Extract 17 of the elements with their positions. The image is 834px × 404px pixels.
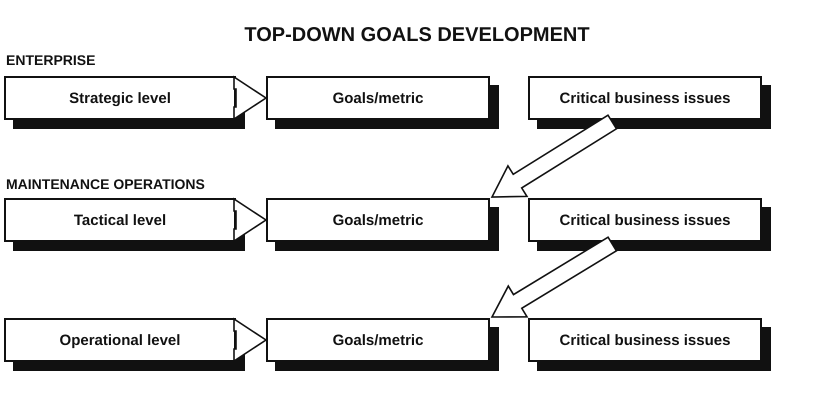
box-text: Critical business issues	[560, 332, 730, 348]
block-arrow	[233, 198, 268, 242]
box-text: Critical business issues	[560, 90, 730, 106]
box-text: Goals/metric	[332, 212, 424, 228]
box-text: Goals/metric	[332, 332, 424, 348]
box-text: Strategic level	[69, 90, 171, 106]
box-text: Critical business issues	[560, 212, 730, 228]
block-arrow	[490, 114, 618, 198]
section-label: ENTERPRISE	[6, 52, 96, 68]
block-arrow	[233, 76, 268, 120]
box-text: Tactical level	[74, 212, 166, 228]
box-text: Goals/metric	[332, 90, 424, 106]
block-arrow	[490, 236, 618, 318]
block-arrow	[233, 318, 268, 362]
section-label: MAINTENANCE OPERATIONS	[6, 176, 205, 192]
diagram-title: TOP-DOWN GOALS DEVELOPMENT	[243, 24, 591, 47]
box-text: Operational level	[60, 332, 180, 348]
